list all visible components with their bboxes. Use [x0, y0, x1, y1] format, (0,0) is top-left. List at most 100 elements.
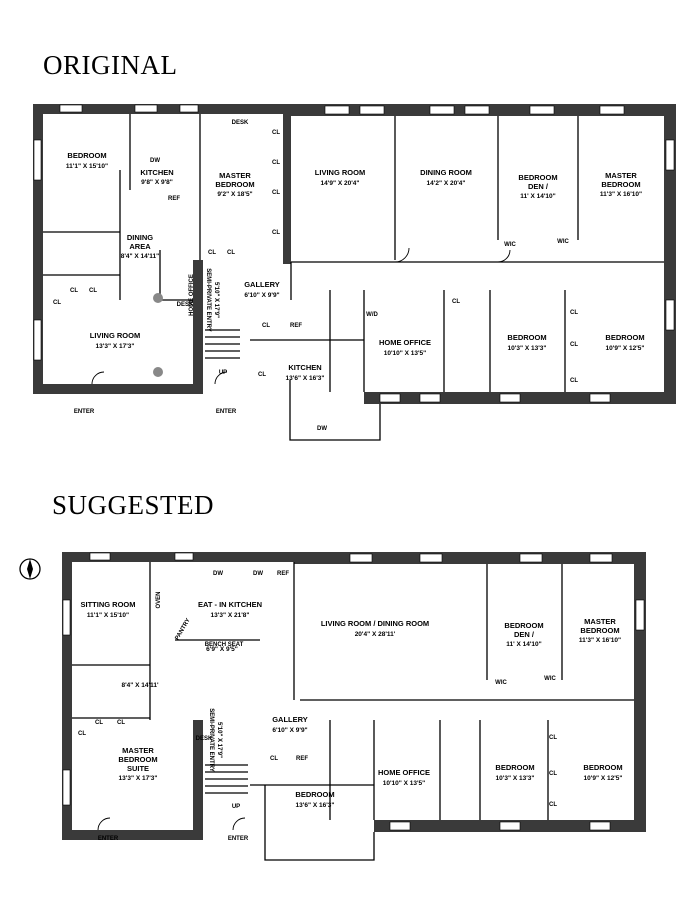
orig-room-living-room-east: LIVING ROOM — [315, 168, 365, 177]
sugg-cl-3: CL — [78, 731, 86, 737]
orig-cl-6: CL — [89, 288, 97, 294]
original-plan-title: ORIGINAL — [43, 50, 178, 80]
suggested-plan-title: SUGGESTED — [52, 490, 215, 520]
orig-room-gallery: GALLERY — [244, 280, 280, 289]
sugg-enter-1: ENTER — [98, 836, 119, 842]
sugg-cl-5: CL — [549, 735, 557, 741]
sugg-room-bedroom-east: BEDROOM — [583, 763, 622, 772]
orig-room-gallery-dims: 6'10" X 9'9" — [244, 292, 279, 299]
orig-room-kitchen-west: KITCHEN — [140, 168, 173, 177]
orig-room-dining-room: DINING ROOM — [420, 168, 472, 177]
orig-room-bedroom-mid: BEDROOM — [507, 333, 546, 342]
orig-ref-label: REF — [168, 196, 180, 202]
sugg-cl-4: CL — [270, 756, 278, 762]
sugg-cl-2: CL — [117, 720, 125, 726]
orig-cl-11: CL — [258, 372, 266, 378]
orig-cl-7: CL — [53, 300, 61, 306]
sugg-wic-2: WIC — [544, 676, 556, 682]
sugg-room-eat-in-kitchen: EAT - IN KITCHEN — [198, 600, 262, 609]
sugg-enter-2: ENTER — [228, 836, 249, 842]
sugg-ref-label-2: REF — [296, 756, 308, 762]
sugg-cl-1: CL — [95, 720, 103, 726]
orig-cl-15: CL — [570, 378, 578, 384]
sugg-room-bedroom-mid-dims: 10'3" X 13'3" — [496, 775, 535, 782]
sugg-entry-dims: 5'10" X 17'9" — [216, 722, 222, 758]
sugg-room-master-suite-dims: 13'3" X 17'3" — [119, 775, 158, 782]
sugg-room-hall-dims: 8'4" X 14'11' — [122, 682, 159, 689]
orig-room-kitchen-east-dims: 13'6" X 16'3" — [286, 375, 325, 382]
sugg-cl-7: CL — [549, 802, 557, 808]
sugg-cl-6: CL — [549, 771, 557, 777]
original-floor-plan: BEDROOM 11'1" X 15'10" KITCHEN 9'8" X 9'… — [33, 104, 676, 441]
sugg-ref-label-1: REF — [277, 571, 289, 577]
orig-room-home-office: HOME OFFICE — [379, 338, 431, 347]
orig-cl-1: CL — [272, 130, 280, 136]
orig-room-home-office-dims: 10'10" X 13'5" — [384, 350, 427, 357]
orig-wd-label: W/D — [366, 312, 378, 318]
orig-room-bedroom-west-dims: 11'1" X 15'10" — [66, 163, 108, 170]
orig-room-dining-area-dims: 8'4" X 14'11" — [121, 253, 160, 260]
orig-room-bedroom-den-dims: 11' X 14'10" — [520, 193, 555, 200]
orig-cl-14: CL — [570, 342, 578, 348]
orig-dw-label-2: DW — [317, 426, 327, 432]
suggested-floor-plan: SITTING ROOM 11'1" X 15'10" EAT - IN KIT… — [19, 552, 646, 861]
sugg-room-living-dining: LIVING ROOM / DINING ROOM — [321, 619, 429, 628]
orig-dw-label: DW — [150, 158, 160, 164]
sugg-oven-label: OVEN — [156, 591, 162, 608]
orig-entry-dims: 5'10" X 17'9" — [213, 282, 219, 318]
sugg-room-eat-in-kitchen-dims: 13'3" X 21'8" — [211, 612, 250, 619]
sugg-room-gallery: GALLERY — [272, 715, 308, 724]
orig-cl-2: CL — [272, 160, 280, 166]
sugg-pantry-label: PANTRY — [175, 618, 192, 642]
orig-room-bedroom-east: BEDROOM — [605, 333, 644, 342]
orig-enter-2: ENTER — [216, 409, 237, 415]
orig-cl-10: CL — [262, 323, 270, 329]
orig-cl-9: CL — [227, 250, 235, 256]
orig-room-master-bedroom-west-dims: 9'2" X 18'5" — [217, 191, 252, 198]
sugg-room-bedroom-den-dims: 11' X 14'10" — [506, 641, 541, 648]
sugg-entry-vert: SEMI-PRIVATE ENTRY — [208, 708, 214, 772]
sugg-dw-label-2: DW — [253, 571, 263, 577]
orig-room-dining-room-dims: 14'2" X 20'4" — [427, 180, 466, 187]
orig-enter-1: ENTER — [74, 409, 95, 415]
sugg-room-bedroom-east-dims: 10'9" X 12'5" — [584, 775, 623, 782]
sugg-room-nook-dims: 6'9" X 9'5" — [206, 646, 238, 653]
orig-cl-8: CL — [208, 250, 216, 256]
sugg-room-sitting-room-dims: 11'1" X 15'10" — [87, 612, 129, 619]
orig-wic-2: WIC — [557, 239, 569, 245]
sugg-room-bedroom-south-dims: 13'6" X 16'3" — [296, 802, 335, 809]
sugg-room-living-dining-dims: 20'4" X 28'11' — [355, 631, 396, 638]
orig-wic-1: WIC — [504, 242, 516, 248]
orig-room-kitchen-east: KITCHEN — [288, 363, 321, 372]
orig-room-kitchen-west-dims: 9'8" X 9'8" — [141, 179, 173, 186]
orig-room-bedroom-east-dims: 10'9" X 12'5" — [606, 345, 645, 352]
orig-room-living-room-west: LIVING ROOM — [90, 331, 140, 340]
sugg-up-label: UP — [232, 804, 240, 810]
sugg-desk-label: DESK — [196, 736, 213, 742]
sugg-room-bedroom-mid: BEDROOM — [495, 763, 534, 772]
sugg-room-gallery-dims: 6'10" X 9'9" — [272, 727, 307, 734]
orig-cl-4: CL — [272, 230, 280, 236]
orig-cl-5: CL — [70, 288, 78, 294]
orig-room-bedroom-west: BEDROOM — [67, 151, 106, 160]
sugg-room-bedroom-south: BEDROOM — [295, 790, 334, 799]
orig-room-living-room-west-dims: 13'3" X 17'3" — [96, 343, 135, 350]
orig-desk-label: DESK — [232, 120, 249, 126]
orig-room-living-room-east-dims: 14'9" X 20'4" — [321, 180, 360, 187]
sugg-room-master-bedroom-dims: 11'3" X 16'10" — [579, 637, 621, 644]
sugg-room-home-office-dims: 10'10" X 13'5" — [383, 780, 426, 787]
orig-room-bedroom-mid-dims: 10'3" X 13'3" — [508, 345, 547, 352]
orig-cl-12: CL — [452, 299, 460, 305]
sugg-bench-seat-label: BENCH SEAT — [205, 642, 244, 648]
sugg-wic-1: WIC — [495, 680, 507, 686]
orig-entry-vert: SEMI-PRIVATE ENTRY — [205, 268, 211, 332]
orig-home-office-vert: HOME OFFICE — [189, 274, 195, 316]
orig-desk-side-label: DESK — [177, 302, 194, 308]
